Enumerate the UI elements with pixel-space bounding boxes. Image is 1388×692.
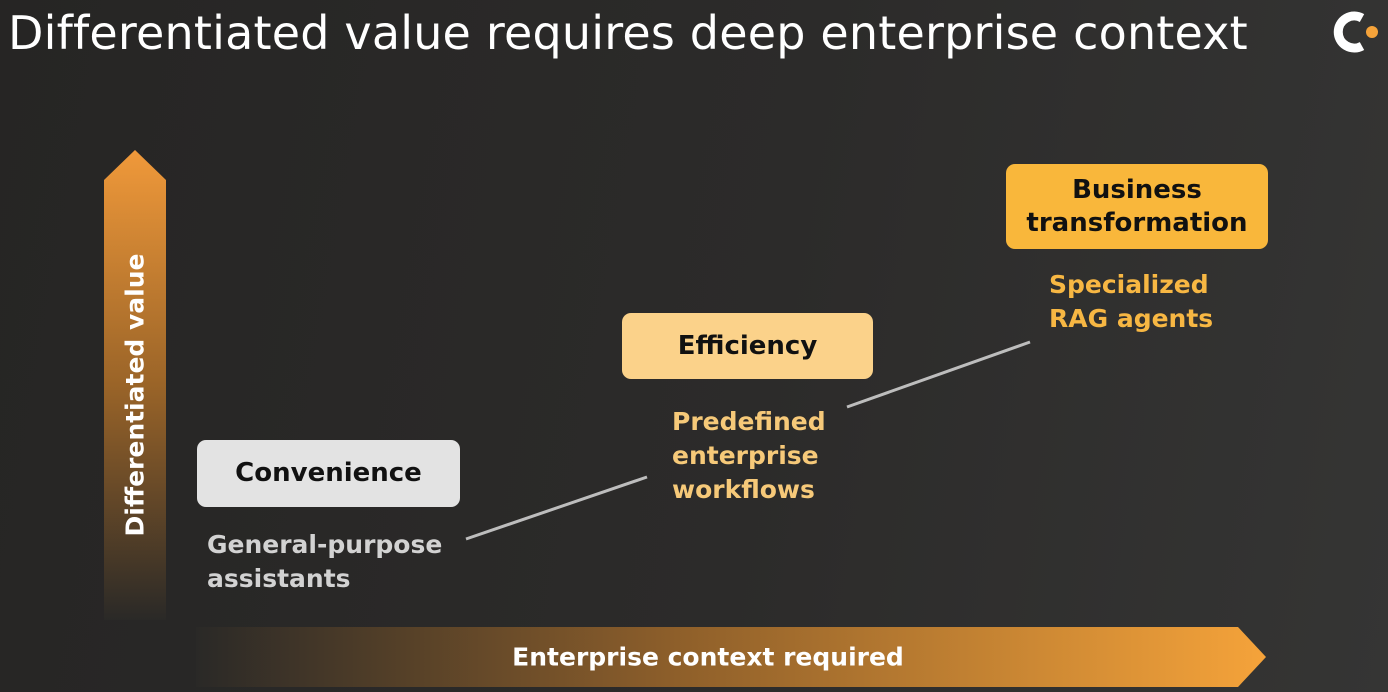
x-axis-arrow — [196, 627, 1266, 687]
stage-label-convenience: Convenience — [235, 458, 422, 488]
description-line: Predefined — [672, 407, 826, 436]
stage-label-business-transformation: Business transformation — [1026, 174, 1247, 240]
description-line: Specialized — [1049, 270, 1209, 299]
slide-title: Differentiated value requires deep enter… — [8, 6, 1248, 60]
y-axis-arrow — [104, 150, 166, 620]
description-line: RAG agents — [1049, 304, 1214, 333]
y-axis-label: Differentiated value — [120, 253, 150, 537]
stage-label-line: Business — [1072, 174, 1202, 205]
stage-description-convenience: General-purpose assistants — [207, 528, 442, 596]
description-line: assistants — [207, 564, 351, 593]
description-line: General-purpose — [207, 530, 443, 559]
description-line: enterprise — [672, 441, 819, 470]
stage-box-business-transformation: Business transformation — [1006, 164, 1268, 249]
brand-logo-icon — [1333, 11, 1378, 53]
stage-box-efficiency: Efficiency — [622, 313, 873, 379]
x-axis-label: Enterprise context required — [512, 642, 904, 672]
stage-box-convenience: Convenience — [197, 440, 460, 507]
stage-description-business-transformation: Specialized RAG agents — [1049, 268, 1213, 336]
stage-label-line: transformation — [1026, 207, 1248, 238]
description-line: workflows — [672, 475, 815, 504]
stage-label-efficiency: Efficiency — [677, 330, 818, 361]
connector-line-convenience-efficiency — [465, 475, 648, 541]
connector-line-efficiency-business — [846, 340, 1031, 409]
stage-description-efficiency: Predefined enterprise workflows — [672, 405, 826, 507]
